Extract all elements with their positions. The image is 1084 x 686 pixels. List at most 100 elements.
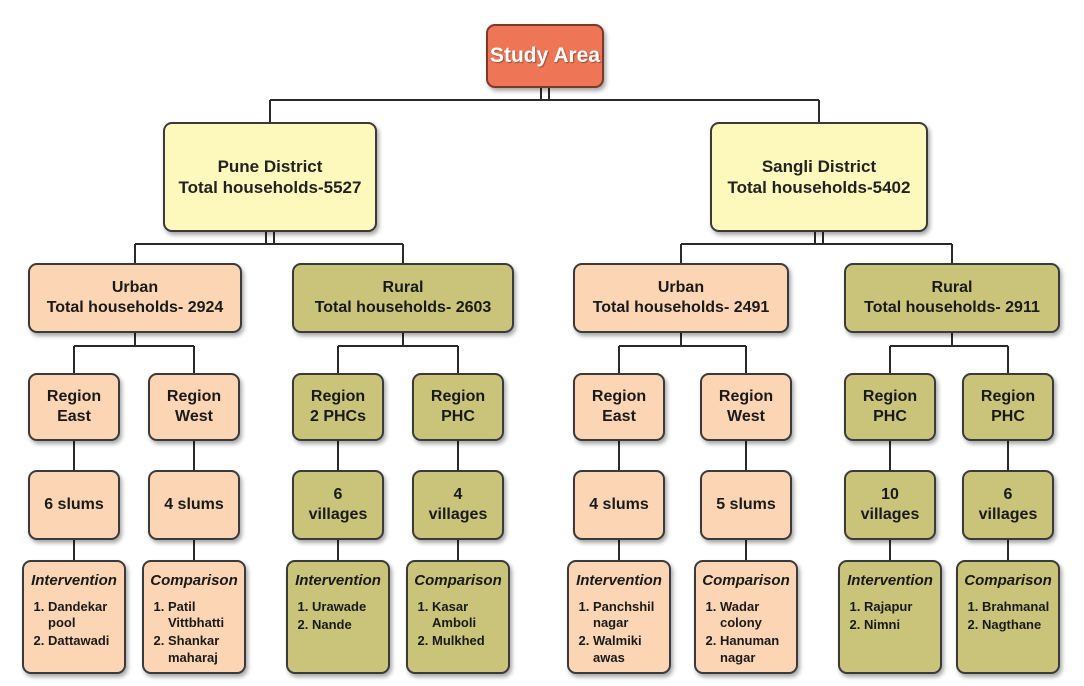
units-label: villages [428, 506, 488, 523]
district-name: Sangli District [761, 156, 877, 176]
root-box-study-area: Study Area [486, 24, 604, 88]
site-item: Walmiki awas [593, 633, 669, 666]
connector-district-0-areas [134, 232, 404, 263]
region-label: Region [980, 388, 1036, 405]
group-title: Intervention [576, 572, 662, 589]
root-label: Study Area [489, 43, 601, 67]
units-label: 4 [453, 486, 463, 503]
site-list: Dandekar poolDattawadi [24, 599, 124, 652]
connector-area-0-0-regions [73, 333, 195, 373]
region-label: West [727, 408, 765, 425]
area-households: Total households- 2603 [314, 299, 492, 316]
region-label: East [602, 408, 636, 425]
comparison-box: ComparisonWadar colonyHanuman nagar [694, 560, 798, 674]
units-label: villages [308, 506, 368, 523]
site-item: Dandekar pool [48, 599, 124, 632]
connector-area-0-1-regions [337, 333, 459, 373]
area-name: Urban [657, 279, 705, 296]
comparison-box: ComparisonKasar AmboliMulkhed [406, 560, 510, 674]
region-label: Region [310, 388, 366, 405]
area-households: Total households- 2911 [864, 299, 1040, 316]
site-list: RajapurNimni [840, 599, 940, 636]
group-title: Intervention [295, 572, 381, 589]
villages-box: 6 villages [962, 470, 1054, 540]
intervention-box: InterventionDandekar poolDattawadi [22, 560, 126, 674]
comparison-box: ComparisonPatil VittbhattiShankar mahara… [142, 560, 246, 674]
site-item: Hanuman nagar [720, 633, 796, 666]
site-list: Kasar AmboliMulkhed [408, 599, 508, 652]
units-label: 4 slums [589, 496, 649, 513]
site-item: Panchshil nagar [593, 599, 669, 632]
area-name: Rural [382, 279, 424, 296]
slums-box: 4 slums [148, 470, 240, 540]
group-title: Intervention [847, 572, 933, 589]
site-item: Nimni [864, 617, 940, 633]
intervention-box: InterventionUrawadeNande [286, 560, 390, 674]
site-item: Nagthane [982, 617, 1058, 633]
slums-box: 4 slums [573, 470, 665, 540]
site-item: Wadar colony [720, 599, 796, 632]
units-label: 10 [881, 486, 899, 503]
site-list: UrawadeNande [288, 599, 388, 636]
site-list: Patil VittbhattiShankar maharaj [144, 599, 244, 668]
region-label: PHC [441, 408, 475, 425]
area-name: Urban [111, 279, 159, 296]
region-label: 2 PHCs [309, 408, 367, 425]
group-title: Intervention [31, 572, 117, 589]
site-item: Shankar maharaj [168, 633, 244, 666]
site-list: Wadar colonyHanuman nagar [696, 599, 796, 668]
connector-area-1-0-regions [618, 333, 747, 373]
villages-box: 10 villages [844, 470, 936, 540]
units-label: 6 [1003, 486, 1013, 503]
region-label: West [175, 408, 213, 425]
connector-root-districts [269, 88, 820, 122]
site-item: Kasar Amboli [432, 599, 508, 632]
connector-district-1-areas [680, 232, 953, 263]
district-households: Total households-5527 [178, 178, 362, 197]
district-households: Total households-5402 [727, 178, 911, 197]
intervention-box: InterventionRajapurNimni [838, 560, 942, 674]
district-name: Pune District [217, 156, 323, 176]
site-item: Urawade [312, 599, 388, 615]
intervention-box: InterventionPanchshil nagarWalmiki awas [567, 560, 671, 674]
site-item: Mulkhed [432, 633, 508, 649]
region-label: PHC [991, 408, 1025, 425]
site-list: Panchshil nagarWalmiki awas [569, 599, 669, 668]
area-households: Total households- 2924 [46, 299, 224, 316]
villages-box: 4 villages [412, 470, 504, 540]
site-item: Dattawadi [48, 633, 124, 649]
area-name: Rural [931, 279, 973, 296]
area-households: Total households- 2491 [592, 299, 770, 316]
region-label: Region [46, 388, 102, 405]
comparison-box: ComparisonBrahmanalNagthane [956, 560, 1060, 674]
connector-area-1-1-regions [889, 333, 1009, 373]
slums-box: 6 slums [28, 470, 120, 540]
site-item: Rajapur [864, 599, 940, 615]
group-title: Comparison [414, 572, 502, 589]
units-label: villages [978, 506, 1038, 523]
units-label: villages [860, 506, 920, 523]
site-item: Patil Vittbhatti [168, 599, 244, 632]
units-label: 4 slums [164, 496, 224, 513]
units-label: 6 [333, 486, 343, 503]
site-item: Brahmanal [982, 599, 1058, 615]
units-label: 5 slums [716, 496, 776, 513]
slums-box: 5 slums [700, 470, 792, 540]
region-box: Region 2 PHCs [292, 373, 384, 441]
group-title: Comparison [964, 572, 1052, 589]
region-label: Region [862, 388, 918, 405]
